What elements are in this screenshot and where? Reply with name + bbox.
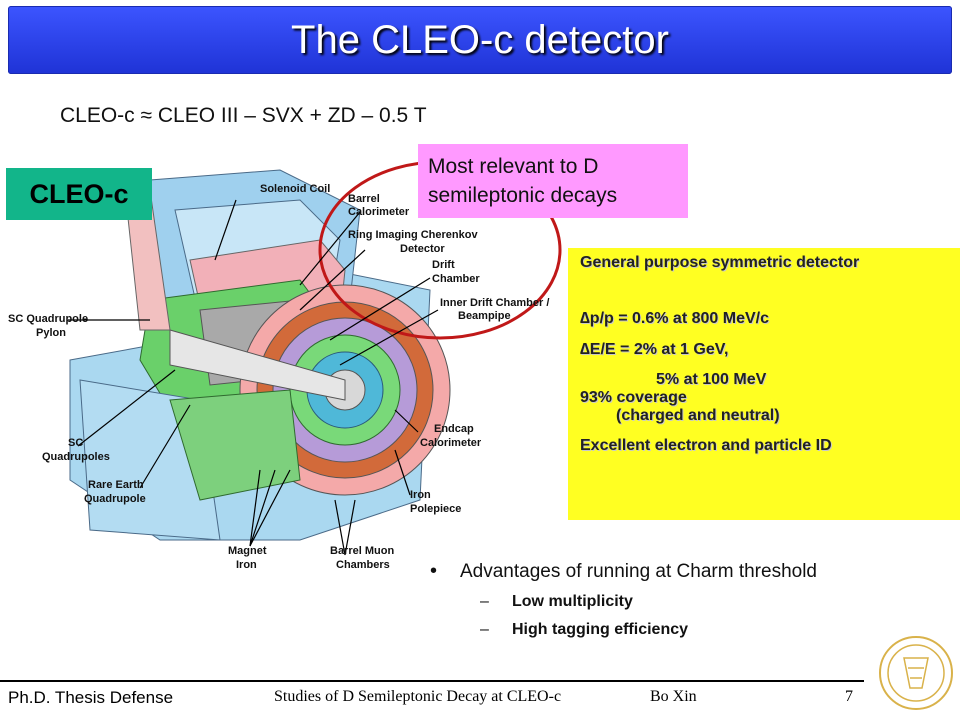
spec-coverage-detail: (charged and neutral): [616, 407, 780, 424]
page-number: 7: [845, 688, 853, 705]
label-barrel-2: Calorimeter: [348, 206, 410, 218]
label-inner-1: Inner Drift Chamber /: [440, 297, 549, 309]
label-barrel-1: Barrel: [348, 193, 380, 205]
lower-green-block: [169, 389, 301, 501]
bullet-sub-1-text: Low multiplicity: [512, 593, 633, 610]
label-drift-2: Chamber: [432, 273, 480, 285]
label-ironpole-1: Iron: [410, 489, 431, 501]
callout-box: Most relevant to D semileptonic decays: [418, 144, 688, 218]
label-scq-1: SC: [68, 437, 83, 449]
callout-line-2: semileptonic decays: [428, 184, 618, 207]
spec-energy-low: 5% at 100 MeV: [656, 371, 767, 388]
slide-title: The CLEO-c detector: [291, 18, 669, 62]
bullet-main: •Advantages of running at Charm threshol…: [430, 560, 817, 582]
label-ironpole-2: Polepiece: [410, 503, 461, 515]
university-seal-icon: [879, 636, 953, 710]
spec-energy: ∆E/E = 2% at 1 GeV,: [580, 341, 729, 358]
title-bar: The CLEO-c detector: [8, 6, 952, 74]
label-pylon-1: SC Quadrupole: [8, 313, 88, 325]
footer-author: Bo Xin: [650, 688, 697, 705]
label-rich-1: Ring Imaging Cherenkov: [348, 229, 478, 241]
specs-box: General purpose symmetric detector ∆p/p …: [568, 248, 960, 520]
cleo-c-label: CLEO-c: [6, 168, 152, 220]
label-endcap-2: Calorimeter: [420, 437, 482, 449]
footer-middle: Studies of D Semileptonic Decay at CLEO-…: [274, 688, 562, 705]
label-magnet-1: Magnet: [228, 545, 267, 557]
label-rare-1: Rare Earth: [88, 479, 144, 491]
detector-diagram: Solenoid Coil Barrel Calorimeter Ring Im…: [8, 160, 562, 571]
bullet-main-text: Advantages of running at Charm threshold: [460, 560, 817, 582]
spec-momentum: ∆p/p = 0.6% at 800 MeV/c: [580, 310, 769, 327]
bullet-sub-2-text: High tagging efficiency: [512, 621, 689, 638]
spec-general: General purpose symmetric detector: [580, 254, 860, 271]
spec-coverage: 93% coverage: [580, 389, 687, 406]
bullet-sub-1: –Low multiplicity: [480, 593, 633, 610]
beampipe-shape: [169, 329, 346, 401]
advantages-list: •Advantages of running at Charm threshol…: [430, 560, 817, 639]
spec-particle-id: Excellent electron and particle ID: [580, 437, 832, 454]
label-rich-2: Detector: [400, 243, 445, 255]
label-inner-2: Beampipe: [458, 310, 511, 322]
subtitle: CLEO-c ≈ CLEO III – SVX + ZD – 0.5 T: [60, 104, 427, 127]
leader-lines: [68, 199, 439, 556]
label-rare-2: Quadrupole: [84, 493, 146, 505]
footer-left: Ph.D. Thesis Defense: [8, 688, 174, 707]
callout-line-1: Most relevant to D: [428, 155, 599, 178]
label-endcap-1: Endcap: [434, 423, 474, 435]
label-pylon-2: Pylon: [36, 327, 66, 339]
label-drift-1: Drift: [432, 259, 455, 271]
label-magnet-2: Iron: [236, 559, 257, 571]
label-muon-1: Barrel Muon: [330, 545, 394, 557]
label-solenoid-coil: Solenoid Coil: [260, 183, 330, 195]
bullet-sub-2: –High tagging efficiency: [480, 621, 689, 638]
footer-rule: [0, 680, 864, 682]
label-scq-2: Quadrupoles: [42, 451, 110, 463]
label-muon-2: Chambers: [336, 559, 390, 571]
